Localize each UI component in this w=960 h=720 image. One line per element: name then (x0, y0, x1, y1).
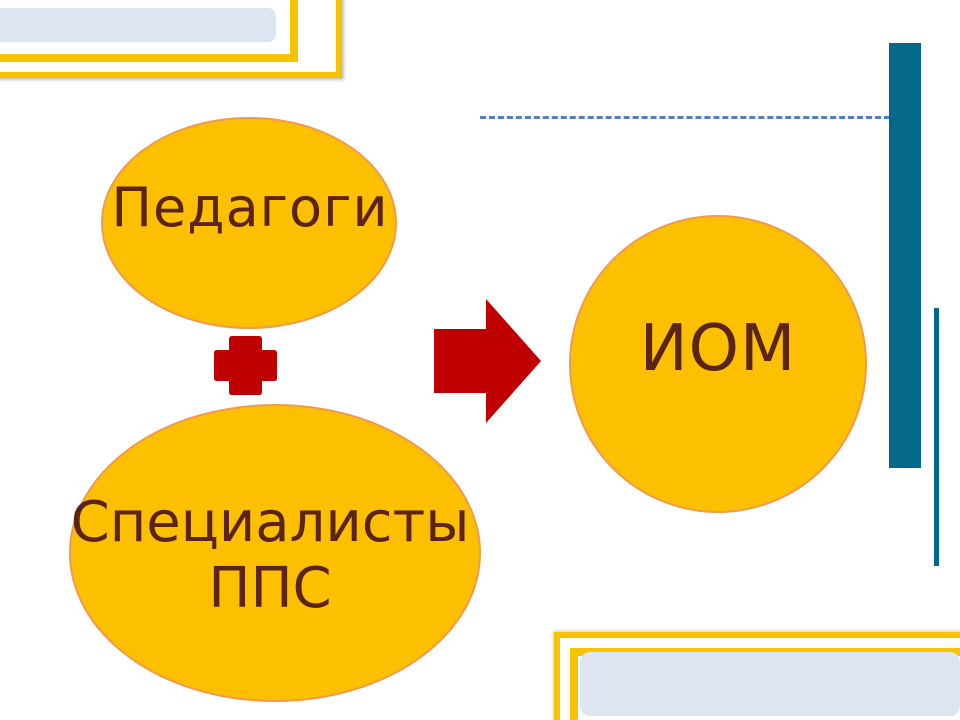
node-iom-shape (569, 215, 867, 513)
top-left-decor-frame (0, 0, 342, 78)
plus-icon (214, 336, 277, 395)
node-specialists-shape (69, 404, 481, 702)
node-specialists-label: Специалисты ППС (40, 490, 500, 622)
bottom-right-decor-frame (554, 632, 960, 720)
bottom-right-panel (580, 652, 960, 716)
node-specialists-label-line2: ППС (208, 556, 332, 621)
top-left-title-panel (0, 8, 276, 42)
node-pedagogi-label: Педагоги (111, 176, 389, 239)
node-specialists-label-line1: Специалисты (70, 490, 470, 555)
node-pedagogi-shape (101, 117, 397, 329)
dashed-divider (480, 116, 890, 119)
vertical-accent-line (934, 308, 939, 566)
vertical-accent-bar (889, 43, 921, 468)
right-arrow-icon (434, 299, 541, 423)
node-iom-label: ИОМ (639, 312, 797, 386)
